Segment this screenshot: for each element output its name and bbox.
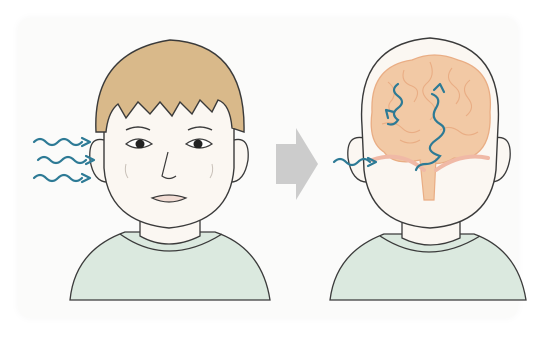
incoming-sound-waves	[34, 138, 94, 182]
arrow-right-icon	[276, 128, 318, 200]
left-figure	[70, 40, 270, 300]
right-figure	[330, 38, 526, 300]
